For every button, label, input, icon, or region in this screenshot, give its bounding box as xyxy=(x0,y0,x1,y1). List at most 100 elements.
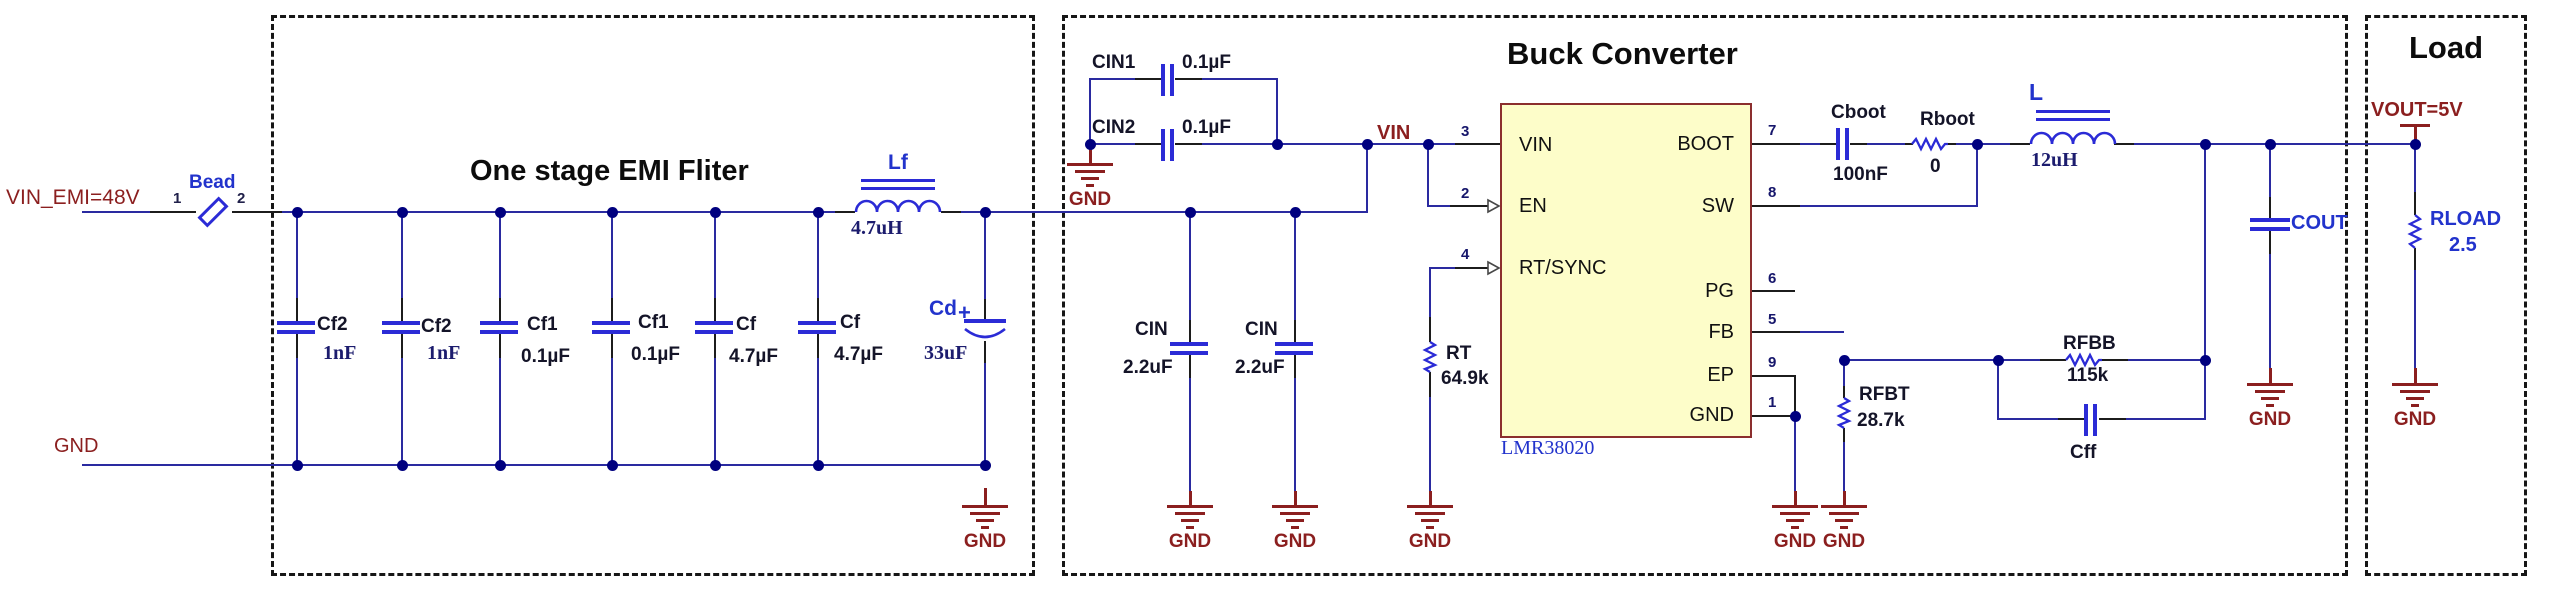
net-label-vin-emi: VIN_EMI=48V xyxy=(6,186,140,209)
junction-dot xyxy=(710,207,721,218)
component-lead xyxy=(1947,143,1956,146)
lf-value: 4.7uH xyxy=(851,217,903,239)
decorative-shape xyxy=(2411,404,2419,407)
capacitor-plate xyxy=(2250,218,2290,222)
cap-name: Cf xyxy=(840,312,861,333)
rfbt-resistor xyxy=(1836,397,1852,429)
component-lead xyxy=(817,298,820,321)
junction-dot xyxy=(980,207,991,218)
component-lead xyxy=(401,334,404,358)
cd-value: 33uF xyxy=(924,342,968,364)
component-lead xyxy=(1905,143,1913,146)
net-label-gnd-rail: GND xyxy=(54,435,99,457)
decorative-shape xyxy=(2261,397,2279,400)
en-input-arrow-icon xyxy=(1487,198,1501,214)
wire-segment xyxy=(1800,331,1844,334)
decorative-shape xyxy=(1286,519,1304,522)
ic-pin-name-vin: VIN xyxy=(1519,134,1553,156)
capacitor-plate xyxy=(277,321,315,325)
vout-net-stub xyxy=(2414,127,2417,144)
decorative-shape xyxy=(1791,526,1799,529)
wire-segment xyxy=(1202,78,1278,81)
component-lead xyxy=(1135,78,1162,81)
wire-segment xyxy=(296,334,299,466)
capacitor-plate xyxy=(480,330,518,334)
gnd-net-segment xyxy=(1843,491,1846,505)
l-name: L xyxy=(2029,79,2044,105)
wire-segment xyxy=(2414,143,2417,194)
lf-inductor-coil xyxy=(854,199,942,213)
wire-segment xyxy=(499,334,502,466)
wire-segment xyxy=(1867,143,1905,146)
gnd-net-segment xyxy=(1429,491,1432,505)
wire-segment xyxy=(817,334,820,466)
decorative-shape xyxy=(1487,198,1501,214)
junction-dot xyxy=(1993,355,2004,366)
emi-filter-box xyxy=(271,15,1035,576)
capacitor-plate xyxy=(592,330,630,334)
decorative-shape xyxy=(1780,512,1810,515)
wire-segment xyxy=(1844,359,2040,362)
rfbb-name: RFBB xyxy=(2063,333,2116,354)
capacitor-plate xyxy=(2093,404,2097,436)
component-lead xyxy=(2114,143,2134,146)
cin1-name: CIN1 xyxy=(1092,52,1136,73)
wire-segment xyxy=(1090,78,1135,81)
wire-segment xyxy=(1427,143,1430,207)
component-lead xyxy=(1850,143,1867,146)
component-lead xyxy=(401,298,404,321)
component-lead xyxy=(2058,418,2085,421)
wire-segment xyxy=(1090,143,1135,146)
gnd-label: GND xyxy=(1273,531,1317,552)
wire-segment xyxy=(1276,78,1279,145)
decorative-shape xyxy=(1067,163,1113,166)
decorative-shape xyxy=(1487,260,1501,276)
rfbt-value: 28.7k xyxy=(1857,410,1905,431)
wire-segment xyxy=(401,334,404,466)
decorative-shape xyxy=(1421,519,1439,522)
component-lead xyxy=(1843,386,1846,398)
gnd-label: GND xyxy=(2248,409,2292,430)
decorative-shape xyxy=(1821,505,1867,508)
wire-segment xyxy=(2204,143,2207,361)
cd-name: Cd xyxy=(929,297,957,320)
capacitor-plate xyxy=(1845,128,1849,160)
decorative-shape xyxy=(1181,519,1199,522)
cin2-value: 0.1µF xyxy=(1182,117,1231,138)
wire-segment xyxy=(1843,441,1846,492)
component-lead xyxy=(1455,267,1488,270)
wire-segment xyxy=(296,211,299,322)
junction-dot xyxy=(1185,207,1196,218)
decorative-shape xyxy=(1081,177,1099,180)
component-lead xyxy=(1450,205,1488,208)
cin2-name: CIN2 xyxy=(1092,117,1136,138)
ic-pin-name-fb: FB xyxy=(1708,321,1734,343)
junction-dot xyxy=(397,207,408,218)
component-lead xyxy=(2269,197,2272,219)
ic-pin-num: 9 xyxy=(1768,354,1777,371)
gnd-net-segment xyxy=(1089,146,1092,163)
ic-pin-name-rtsync: RT/SYNC xyxy=(1519,257,1607,279)
wire-segment xyxy=(1997,359,2000,420)
capacitor-plate xyxy=(1161,129,1165,161)
lf-core-bar xyxy=(861,179,935,182)
wire-segment xyxy=(1429,267,1432,319)
decorative-shape xyxy=(2400,390,2430,393)
capacitor-plate xyxy=(1170,351,1208,355)
gnd-symbol: GND xyxy=(1772,505,1818,553)
rboot-resistor xyxy=(1911,136,1948,152)
decorative-shape xyxy=(1086,184,1094,187)
capacitor-plate xyxy=(695,330,733,334)
junction-dot xyxy=(292,460,303,471)
gnd-symbol: GND xyxy=(1272,505,1318,553)
wire-segment xyxy=(984,341,987,466)
capacitor-plate xyxy=(1170,129,1174,161)
decorative-shape xyxy=(981,526,989,529)
cboot-value: 100nF xyxy=(1833,164,1888,185)
cap-name: Cf2 xyxy=(317,314,348,335)
junction-dot xyxy=(495,460,506,471)
capacitor-plate xyxy=(1836,128,1840,160)
gnd-label: GND xyxy=(963,531,1007,552)
capacitor-plate xyxy=(798,321,836,325)
